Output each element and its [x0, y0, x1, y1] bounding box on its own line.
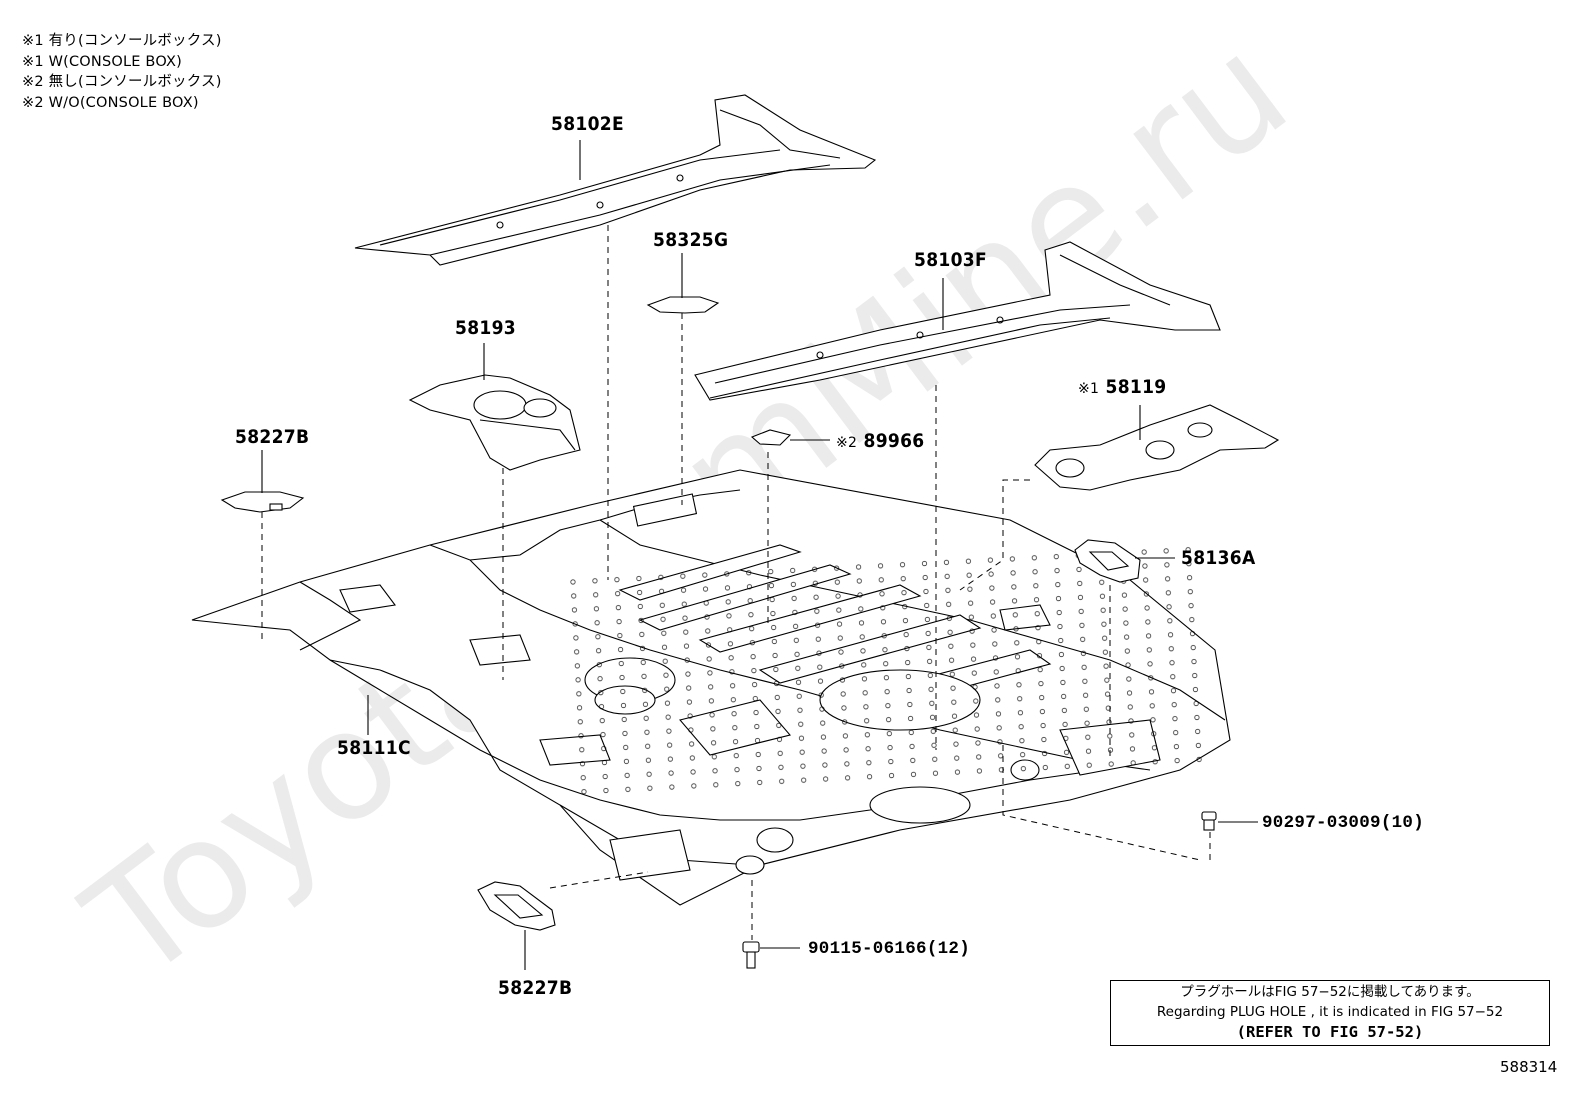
leader-lines [261, 140, 1258, 970]
reference-note-box: プラグホールはFIG 57−52に掲載してあります。 Regarding PLU… [1110, 980, 1550, 1046]
bolt-90297 [1201, 811, 1217, 831]
part-label-58119[interactable]: 58119 [1105, 376, 1167, 398]
bracket-58119 [1034, 404, 1280, 491]
part-label-58103F[interactable]: 58103F [914, 249, 987, 271]
part-label-90297-03009[interactable]: 90297-03009(10) [1262, 813, 1425, 833]
condition-mark-2: ※2 [836, 435, 858, 451]
part-label-58111C[interactable]: 58111C [337, 737, 411, 759]
note-line-refer[interactable]: (REFER TO FIG 57-52) [1236, 1023, 1424, 1041]
legend-line-3: ※2 無し(コンソールボックス) [22, 74, 222, 90]
note-line-japanese: プラグホールはFIG 57−52に掲載してあります。 [1180, 984, 1480, 1000]
crossmember-58103F [694, 241, 1221, 401]
note-line-english: Regarding PLUG HOLE , it is indicated in… [1156, 1004, 1504, 1020]
legend-line-4: ※2 W/O(CONSOLE BOX) [22, 94, 199, 111]
figure-number: 588314 [1500, 1058, 1558, 1076]
legend-line-2: ※1 W(CONSOLE BOX) [22, 53, 182, 70]
part-label-58193[interactable]: 58193 [455, 317, 516, 339]
part-label-58325G[interactable]: 58325G [653, 229, 729, 251]
cover-58227B-bottom [477, 881, 556, 931]
dashed-guides [261, 225, 1211, 940]
floor-pan-58111C [191, 469, 1231, 906]
part-label-58227B-bottom[interactable]: 58227B [498, 977, 573, 999]
part-label-58227B-top[interactable]: 58227B [235, 426, 310, 448]
part-label-90115-06166[interactable]: 90115-06166(12) [808, 939, 971, 959]
bolt-90115 [742, 941, 760, 969]
legend: ※1 有り(コンソールボックス) ※1 W(CONSOLE BOX) ※2 無し… [22, 31, 222, 113]
part-label-58102E[interactable]: 58102E [551, 113, 624, 135]
plate-58325G [646, 296, 720, 314]
crossmember-58102E [354, 94, 877, 266]
part-label-89966-group: ※2 89966 [836, 430, 924, 452]
part-label-89966[interactable]: 89966 [863, 430, 925, 452]
clip-58227B-top [220, 491, 305, 513]
plug-58136A [1074, 539, 1141, 583]
part-label-58119-group: ※1 58119 [1078, 376, 1166, 398]
condition-mark-1: ※1 [1078, 381, 1100, 397]
bracket-58193 [408, 374, 581, 471]
legend-line-1: ※1 有り(コンソールボックス) [22, 33, 222, 49]
clip-89966 [750, 429, 792, 446]
part-label-58136A[interactable]: 58136A [1181, 547, 1256, 569]
